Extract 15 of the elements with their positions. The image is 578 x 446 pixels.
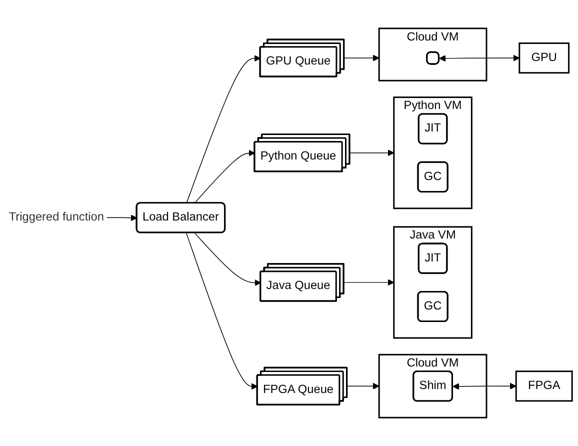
arrow	[452, 382, 516, 390]
arrow	[349, 150, 394, 156]
arrow	[439, 54, 520, 62]
arrow	[106, 214, 138, 222]
node-box: FPGA	[515, 370, 573, 402]
arrow	[186, 55, 261, 204]
cluster: Cloud VM	[378, 28, 488, 82]
arrow	[186, 232, 258, 390]
arrow	[344, 54, 380, 62]
arrow	[194, 232, 262, 286]
arrow	[346, 382, 380, 390]
arrow	[194, 150, 256, 204]
node-box: GPU	[518, 42, 570, 74]
node-text: Triggered function	[8, 210, 104, 224]
arrow	[343, 279, 394, 286]
